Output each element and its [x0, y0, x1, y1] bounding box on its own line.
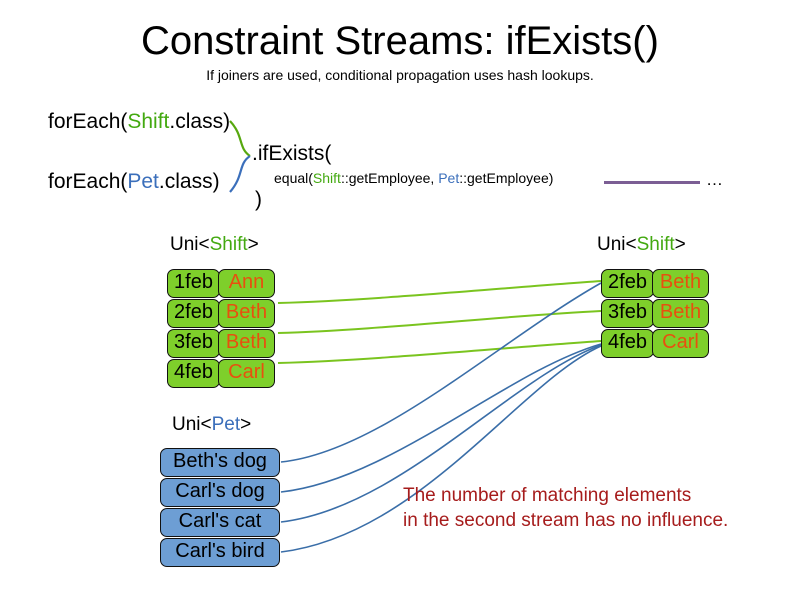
list-item[interactable]: Beth's dog — [160, 448, 280, 477]
code-ifexists: .ifExists( — [252, 142, 332, 165]
shift-name-cell: Beth — [218, 299, 275, 328]
shift-name-cell: Beth — [218, 329, 275, 358]
shift-date-cell: 2feb — [601, 269, 654, 298]
shift-left-list: 1feb Ann 2feb Beth 3feb Beth 4feb Carl — [167, 269, 275, 388]
code-foreach-pet: forEach(Pet.class) — [48, 170, 220, 194]
table-row[interactable]: 3feb Beth — [167, 329, 275, 358]
label-pet-prefix: Uni< — [172, 414, 212, 435]
annotation-note-line2: in the second stream has no influence. — [403, 510, 729, 531]
shift-name-cell: Ann — [218, 269, 275, 298]
code-close-paren: ) — [255, 188, 262, 211]
annotation-note: The number of matching elements in the s… — [403, 483, 728, 533]
code-foreach-shift-type: Shift — [127, 110, 170, 133]
page-title: Constraint Streams: ifExists() — [141, 19, 659, 63]
brace-connector-icon — [229, 120, 251, 193]
code-equal-prefix: equal( — [274, 170, 313, 186]
ellipsis-label: … — [706, 170, 723, 189]
label-pet-type: Pet — [211, 414, 241, 435]
table-row[interactable]: 1feb Ann — [167, 269, 275, 298]
shift-date-cell: 3feb — [601, 299, 654, 328]
code-equal-shift-type: Shift — [312, 170, 341, 186]
label-uni-shift-right: Uni<Shift> — [597, 234, 686, 256]
code-equal-pet-method: ::getEmployee) — [459, 170, 554, 186]
join-connector-line — [604, 181, 700, 184]
page-subtitle: If joiners are used, conditional propaga… — [206, 67, 594, 83]
label-uni-shift-left: Uni<Shift> — [170, 234, 259, 256]
code-equal-pet-type: Pet — [438, 170, 460, 186]
shift-date-cell: 4feb — [601, 329, 654, 358]
table-row[interactable]: 2feb Beth — [167, 299, 275, 328]
label-uni-pet: Uni<Pet> — [172, 414, 251, 436]
shift-name-cell: Carl — [218, 359, 275, 388]
label-right-suffix: > — [674, 234, 686, 255]
shift-name-cell: Carl — [652, 329, 709, 358]
code-equal-joiner: equal(Shift::getEmployee, Pet::getEmploy… — [274, 170, 553, 186]
table-row[interactable]: 4feb Carl — [601, 329, 709, 358]
label-right-type: Shift — [636, 234, 675, 255]
pet-list: Beth's dog Carl's dog Carl's cat Carl's … — [160, 448, 280, 567]
shift-date-cell: 2feb — [167, 299, 220, 328]
annotation-note-line1: The number of matching elements — [403, 485, 692, 506]
label-right-prefix: Uni< — [597, 234, 637, 255]
code-foreach-pet-prefix: forEach( — [48, 170, 128, 193]
table-row[interactable]: 3feb Beth — [601, 299, 709, 328]
label-left-prefix: Uni< — [170, 234, 210, 255]
code-equal-shift-method: ::getEmployee, — [340, 170, 439, 186]
shift-name-cell: Beth — [652, 269, 709, 298]
shift-name-cell: Beth — [652, 299, 709, 328]
code-foreach-pet-suffix: .class) — [158, 170, 220, 193]
shift-right-list: 2feb Beth 3feb Beth 4feb Carl — [601, 269, 709, 358]
shift-date-cell: 4feb — [167, 359, 220, 388]
table-row[interactable]: 2feb Beth — [601, 269, 709, 298]
list-item[interactable]: Carl's cat — [160, 508, 280, 537]
table-row[interactable]: 4feb Carl — [167, 359, 275, 388]
label-left-type: Shift — [209, 234, 248, 255]
shift-date-cell: 3feb — [167, 329, 220, 358]
label-left-suffix: > — [247, 234, 259, 255]
code-foreach-shift: forEach(Shift.class) — [48, 110, 230, 134]
code-foreach-pet-type: Pet — [127, 170, 159, 193]
label-pet-suffix: > — [240, 414, 252, 435]
list-item[interactable]: Carl's dog — [160, 478, 280, 507]
code-foreach-shift-prefix: forEach( — [48, 110, 128, 133]
code-foreach-shift-suffix: .class) — [169, 110, 231, 133]
list-item[interactable]: Carl's bird — [160, 538, 280, 567]
shift-date-cell: 1feb — [167, 269, 220, 298]
